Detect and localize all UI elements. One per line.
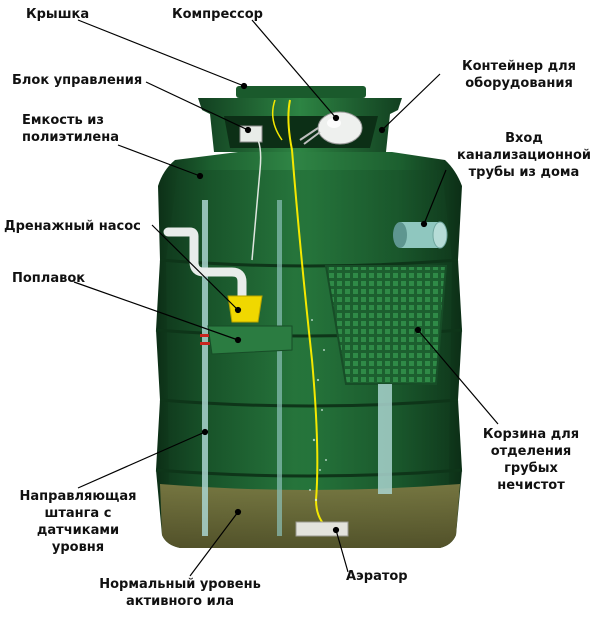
float xyxy=(207,325,293,355)
label-sewer-inlet: Вход канализационной трубы из дома xyxy=(457,131,591,180)
label-debris-basket: Корзина для отделения грубых нечистот xyxy=(482,427,580,493)
label-polyethylene-tank: Емкость из полиэтилена xyxy=(22,113,119,145)
leader-lines xyxy=(73,19,499,577)
debris-basket xyxy=(324,265,448,385)
label-drain-pump: Дренажный насос xyxy=(4,219,141,234)
sewer-inlet-pipe xyxy=(393,221,448,249)
label-float: Поплавок xyxy=(12,271,86,286)
aerator xyxy=(295,521,349,537)
label-sludge-level: Нормальный уровень активного ила xyxy=(99,577,261,609)
label-lid: Крышка xyxy=(26,7,90,22)
label-compressor: Компрессор xyxy=(172,7,263,22)
equipment-container xyxy=(198,86,402,152)
control-wire xyxy=(251,139,262,261)
compressor-air-line xyxy=(287,99,331,531)
lid xyxy=(236,86,366,98)
compressor xyxy=(317,111,363,145)
label-guide-rod: Направляющая штанга с датчиками уровня xyxy=(19,489,137,555)
active-sludge-layer xyxy=(160,484,460,548)
air-bubbles xyxy=(309,319,327,502)
label-aerator: Аэратор xyxy=(346,569,408,584)
label-control-unit: Блок управления xyxy=(12,73,143,88)
label-equipment-container: Контейнер для оборудования xyxy=(462,59,576,91)
guide-rod xyxy=(202,200,208,536)
drain-pump xyxy=(227,295,263,323)
